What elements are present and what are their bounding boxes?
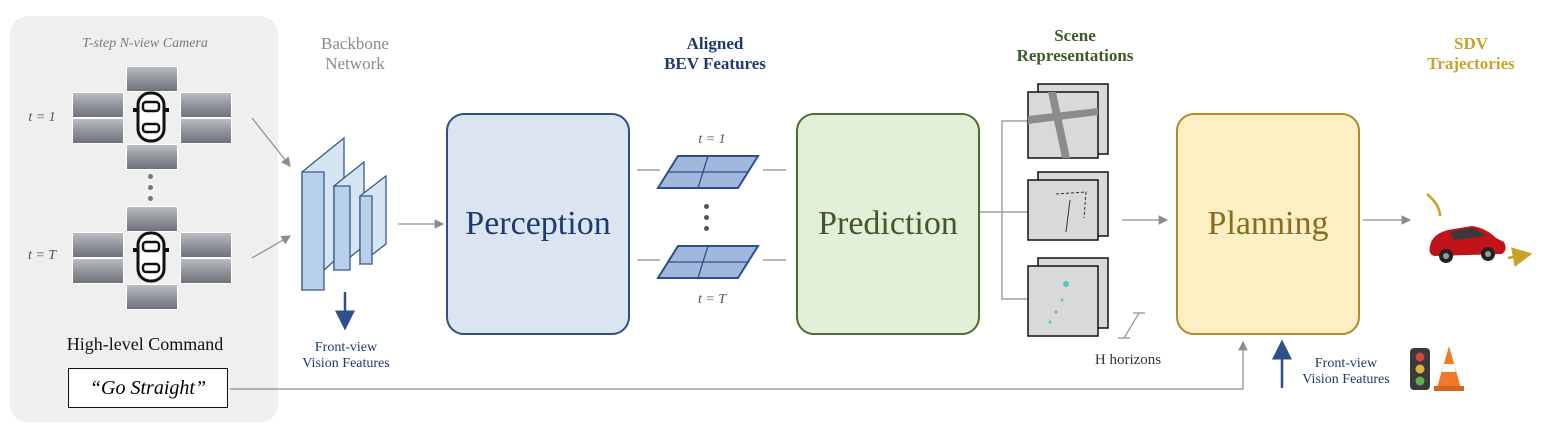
planning-frontview-label: Front-view Vision Features — [1286, 356, 1406, 388]
ellipsis-dot — [148, 185, 153, 190]
camera-view-front-right — [180, 92, 232, 118]
output-label-line2: Trajectories — [1427, 53, 1515, 73]
ellipsis-dot — [704, 204, 709, 209]
traffic-cone-icon — [1434, 346, 1464, 391]
scene-label-line1: Scene — [1054, 26, 1096, 45]
car-icon — [1429, 226, 1506, 263]
horizons-label: H horizons — [1094, 352, 1162, 368]
bev-grid-icon — [656, 155, 760, 189]
command-box: “Go Straight” — [68, 368, 228, 408]
traffic-light-icon — [1410, 348, 1430, 390]
camera-view-back-right — [180, 258, 232, 284]
command-title: High-level Command — [66, 334, 224, 354]
perception-label: Perception — [465, 205, 611, 242]
camera-view-back-right — [180, 118, 232, 144]
bev-t-first: t = 1 — [698, 132, 726, 147]
backbone-frontview-label: Front-view Vision Features — [286, 340, 406, 372]
camera-view-front-left — [72, 232, 124, 258]
backbone-frontview-line2: Vision Features — [302, 356, 390, 372]
backbone-label: Backbone Network — [300, 34, 410, 73]
bev-t-last: t = T — [697, 292, 727, 307]
camera-view-back-left — [72, 258, 124, 284]
scene-motion-stack — [1027, 171, 1109, 241]
camera-view-back — [126, 144, 178, 170]
ellipsis-dot — [148, 174, 153, 179]
planning-frontview-line1: Front-view — [1314, 356, 1378, 371]
planning-label: Planning — [1207, 205, 1329, 242]
ellipsis-dot — [148, 196, 153, 201]
bev-label-line1: Aligned — [686, 34, 744, 53]
output-label-line1: SDV — [1453, 34, 1488, 53]
camera-view-front-right — [180, 232, 232, 258]
camera-title: T-step N-view Camera — [82, 36, 208, 51]
planning-module: Planning — [1176, 113, 1360, 335]
car-top-icon — [133, 231, 169, 283]
perception-module: Perception — [446, 113, 630, 335]
prediction-module: Prediction — [796, 113, 980, 335]
planning-frontview-line2: Vision Features — [1302, 372, 1390, 388]
scene-map-stack — [1027, 83, 1109, 159]
output-label: SDV Trajectories — [1404, 34, 1538, 73]
backbone-frontview-line1: Front-view — [314, 340, 378, 355]
scene-label: Scene Representations — [990, 26, 1160, 65]
backbone-network-icon — [301, 136, 387, 292]
backbone-label-line2: Network — [325, 53, 385, 73]
prediction-label: Prediction — [818, 205, 958, 242]
camera-view-back — [126, 284, 178, 310]
bev-label: Aligned BEV Features — [630, 34, 800, 73]
t-first-label: t = 1 — [28, 110, 56, 125]
camera-view-back-left — [72, 118, 124, 144]
bev-grid-icon — [656, 245, 760, 279]
scene-label-line2: Representations — [1016, 45, 1134, 65]
bev-label-line2: BEV Features — [664, 53, 766, 73]
camera-view-front-left — [72, 92, 124, 118]
t-last-label: t = T — [27, 248, 57, 263]
scene-occupancy-stack — [1027, 257, 1109, 337]
ellipsis-dot — [704, 226, 709, 231]
car-top-icon — [133, 91, 169, 143]
ellipsis-dot — [704, 215, 709, 220]
backbone-label-line1: Backbone — [321, 34, 389, 53]
